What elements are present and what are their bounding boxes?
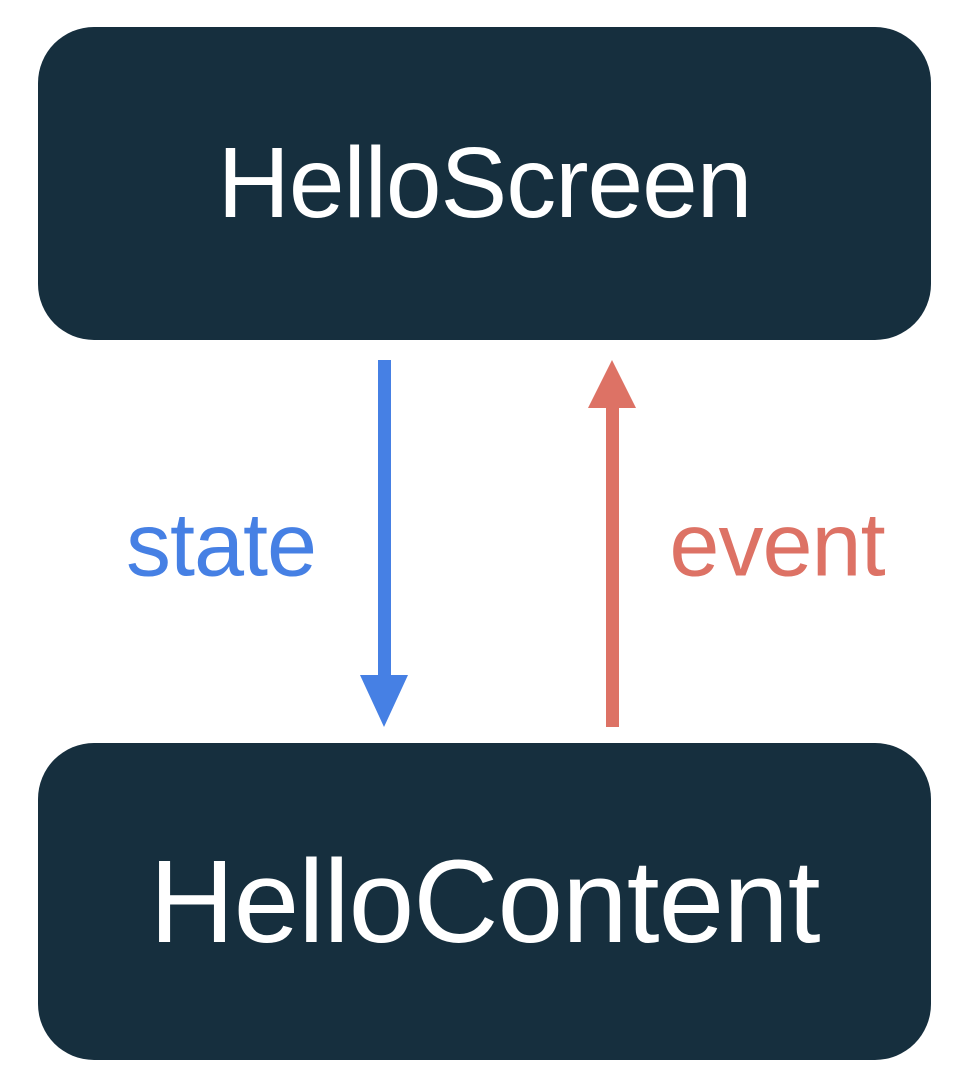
state-arrow-shaft bbox=[378, 360, 391, 680]
node-hellocontent-label: HelloContent bbox=[149, 835, 820, 968]
event-arrow-shaft bbox=[606, 405, 619, 727]
event-arrowhead-icon bbox=[588, 360, 636, 408]
event-edge-label: event bbox=[669, 495, 885, 596]
node-helloscreen-label: HelloScreen bbox=[217, 127, 753, 239]
node-helloscreen: HelloScreen bbox=[38, 27, 931, 340]
state-edge-label: state bbox=[125, 495, 317, 596]
node-hellocontent: HelloContent bbox=[38, 743, 931, 1060]
state-arrowhead-icon bbox=[360, 675, 408, 727]
